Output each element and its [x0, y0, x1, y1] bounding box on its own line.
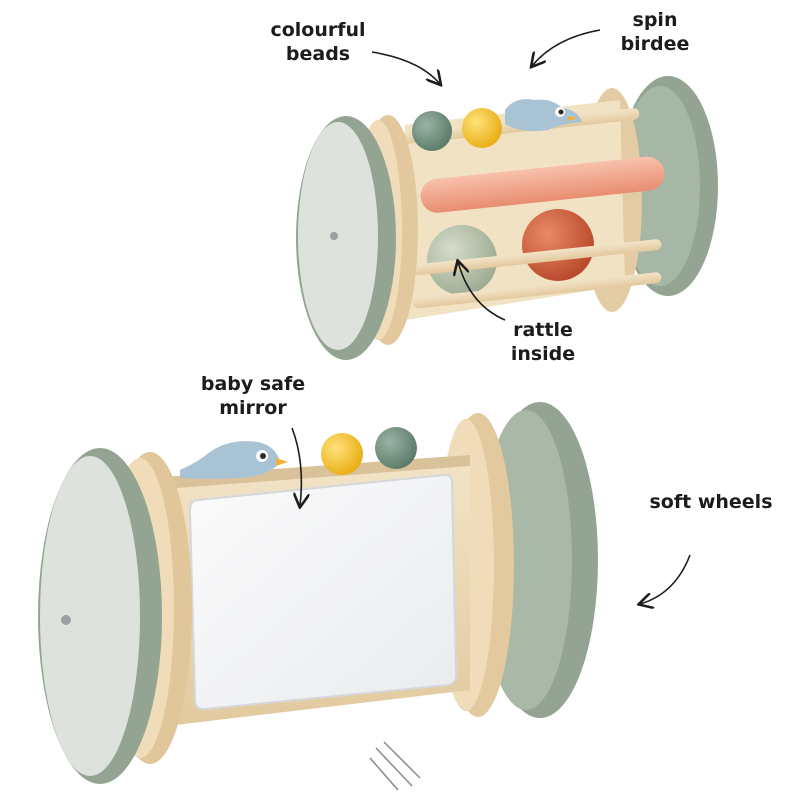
label-colourful-beads: colourful beads: [270, 19, 366, 65]
bottom-bird-icon: [180, 441, 288, 479]
bottom-yellow-bead-icon: [321, 433, 363, 475]
peach-rod: [420, 156, 665, 213]
arrow-soft-wheels: [640, 554, 691, 604]
baby-safe-mirror: [188, 473, 458, 711]
arrow-spin-birdee: [532, 29, 601, 66]
yellow-bead-icon: [462, 108, 502, 148]
arrow-colourful-beads: [371, 51, 440, 84]
arrow-rattle-inside: [458, 262, 506, 321]
label-soft-wheels: soft wheels: [649, 491, 773, 513]
bird-icon: [505, 99, 582, 132]
arrow-baby-safe-mirror: [291, 427, 301, 506]
label-baby-safe-mirror: baby safe mirror: [200, 373, 306, 419]
motion-lines: [369, 741, 421, 791]
bottom-green-bead-icon: [375, 427, 417, 469]
bottom-toy-mirror: [38, 402, 598, 791]
red-ball-icon: [522, 209, 594, 281]
label-spin-birdee: spin birdee: [620, 9, 690, 55]
label-rattle-inside: rattle inside: [510, 319, 576, 365]
green-bead-icon: [412, 111, 452, 151]
